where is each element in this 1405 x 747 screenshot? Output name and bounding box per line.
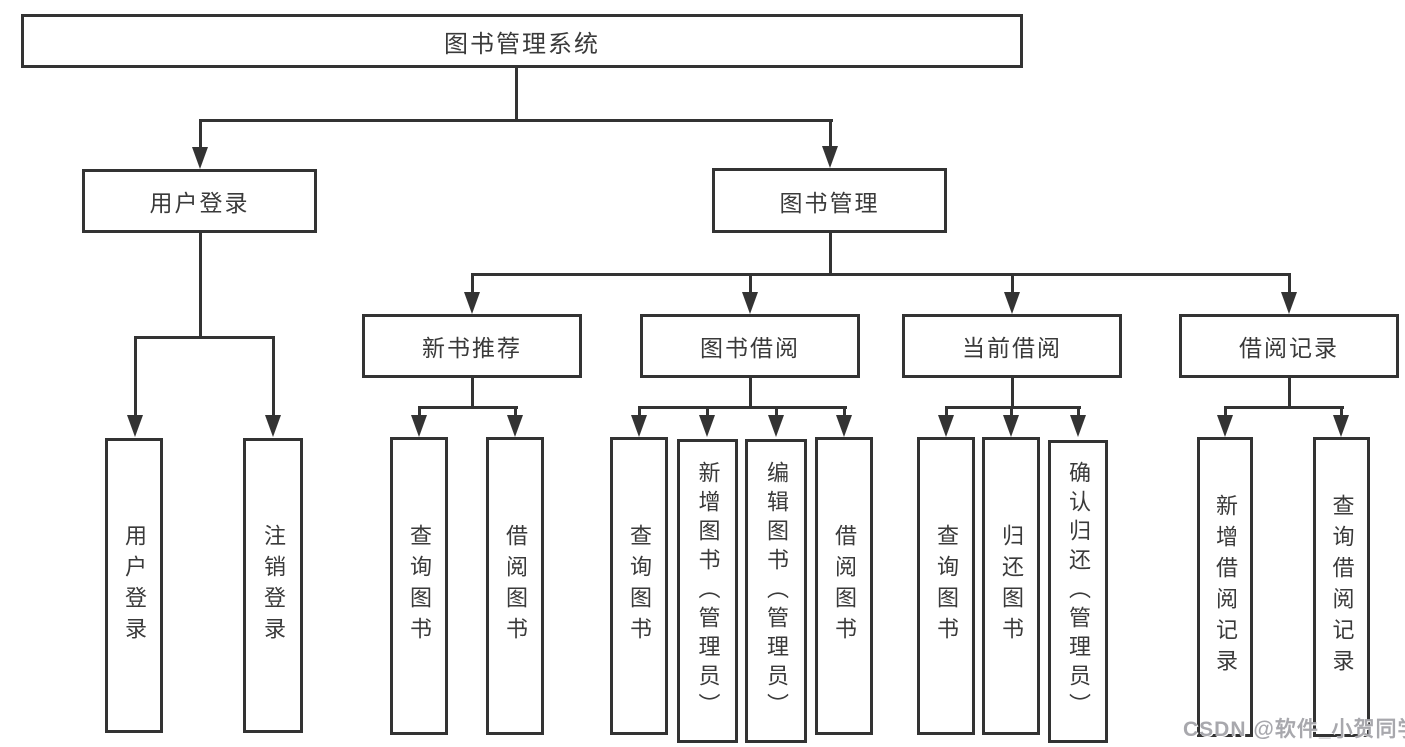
connector-line	[471, 378, 474, 409]
node-book-management: 图书管理	[712, 168, 947, 233]
connector-line	[419, 406, 518, 409]
connector-line	[471, 273, 474, 295]
arrow-down-icon	[1003, 415, 1019, 437]
connector-line	[1224, 406, 1227, 418]
arrow-down-icon	[507, 415, 523, 437]
arrow-down-icon	[699, 415, 715, 437]
arrow-down-icon	[1217, 415, 1233, 437]
connector-line	[272, 336, 275, 418]
connector-line	[829, 119, 832, 149]
arrow-down-icon	[768, 415, 784, 437]
node-query-borrow-record: 查询借阅记录	[1313, 437, 1370, 737]
node-query-books-borrowing: 查询图书	[610, 437, 668, 735]
node-query-books-recommend: 查询图书	[390, 437, 448, 735]
arrow-down-icon	[938, 415, 954, 437]
connector-line	[1288, 273, 1291, 295]
node-add-books-admin: 新增图书（管理员）	[677, 439, 738, 743]
node-logout: 注销登录	[243, 438, 303, 733]
arrow-down-icon	[127, 415, 143, 437]
node-label: 查询图书	[627, 524, 652, 648]
node-query-books-current: 查询图书	[917, 437, 975, 735]
node-label: 查询图书	[934, 524, 959, 648]
arrow-down-icon	[265, 415, 281, 437]
connector-line	[749, 378, 752, 409]
connector-line	[1010, 406, 1013, 418]
node-label: 图书管理	[779, 189, 880, 216]
node-label: 归还图书	[999, 524, 1024, 648]
node-label: 新增借阅记录	[1213, 494, 1238, 680]
node-add-borrow-record: 新增借阅记录	[1197, 437, 1253, 737]
node-user-login-leaf: 用户登录	[105, 438, 163, 733]
connector-line	[946, 406, 1081, 409]
node-borrow-books-borrowing: 借阅图书	[815, 437, 873, 735]
connector-line	[1011, 273, 1014, 295]
arrow-down-icon	[1070, 415, 1086, 437]
connector-line	[199, 119, 202, 149]
node-borrow-books-recommend: 借阅图书	[486, 437, 544, 735]
node-label: 借阅图书	[832, 524, 857, 648]
arrow-down-icon	[1333, 415, 1349, 437]
node-label: 当前借阅	[962, 335, 1062, 361]
connector-line	[515, 68, 518, 119]
node-edit-books-admin: 编辑图书（管理员）	[745, 439, 807, 743]
node-label: 新增图书（管理员）	[695, 460, 721, 722]
connector-line	[1225, 406, 1344, 409]
arrow-down-icon	[192, 147, 208, 169]
connector-line	[706, 406, 709, 418]
connector-line	[638, 406, 641, 418]
node-current-borrowing: 当前借阅	[902, 314, 1122, 378]
connector-line	[1077, 406, 1080, 418]
arrow-down-icon	[822, 146, 838, 168]
node-label: 借阅记录	[1239, 335, 1339, 361]
connector-line	[472, 273, 1291, 276]
connector-line	[418, 406, 421, 418]
node-label: 注销登录	[261, 523, 286, 648]
watermark: CSDN @软件_小贺同学	[1183, 718, 1405, 741]
connector-line	[514, 406, 517, 418]
node-label: 图书管理系统	[444, 30, 600, 58]
connector-line	[134, 336, 137, 418]
node-label: 查询图书	[407, 524, 432, 648]
node-library-management-system: 图书管理系统	[21, 14, 1023, 68]
node-label: 确认归还（管理员）	[1066, 461, 1091, 722]
node-label: 编辑图书（管理员）	[764, 460, 789, 722]
node-book-borrowing: 图书借阅	[640, 314, 860, 378]
connector-line	[829, 233, 832, 276]
connector-line	[199, 119, 833, 122]
arrow-down-icon	[742, 292, 758, 314]
node-label: 用户登录	[149, 190, 250, 216]
arrow-down-icon	[1281, 292, 1297, 314]
connector-line	[843, 406, 846, 418]
node-borrowing-records: 借阅记录	[1179, 314, 1399, 378]
connector-line	[639, 406, 847, 409]
node-label: 新书推荐	[422, 335, 522, 361]
connector-line	[1011, 378, 1014, 409]
node-label: 图书借阅	[700, 335, 800, 361]
node-confirm-return-admin: 确认归还（管理员）	[1048, 440, 1108, 743]
connector-line	[1288, 378, 1291, 409]
connector-line	[945, 406, 948, 418]
connector-line	[775, 406, 778, 418]
node-new-book-recommend: 新书推荐	[362, 314, 582, 378]
node-label: 借阅图书	[503, 524, 528, 648]
connector-line	[134, 336, 275, 339]
node-user-login: 用户登录	[82, 169, 317, 233]
arrow-down-icon	[631, 415, 647, 437]
arrow-down-icon	[1004, 292, 1020, 314]
arrow-down-icon	[411, 415, 427, 437]
node-label: 查询借阅记录	[1329, 494, 1355, 680]
connector-line	[1340, 406, 1343, 418]
connector-line	[199, 233, 202, 336]
arrow-down-icon	[464, 292, 480, 314]
arrow-down-icon	[836, 415, 852, 437]
node-return-books: 归还图书	[982, 437, 1040, 735]
node-label: 用户登录	[122, 523, 147, 648]
connector-line	[749, 273, 752, 295]
